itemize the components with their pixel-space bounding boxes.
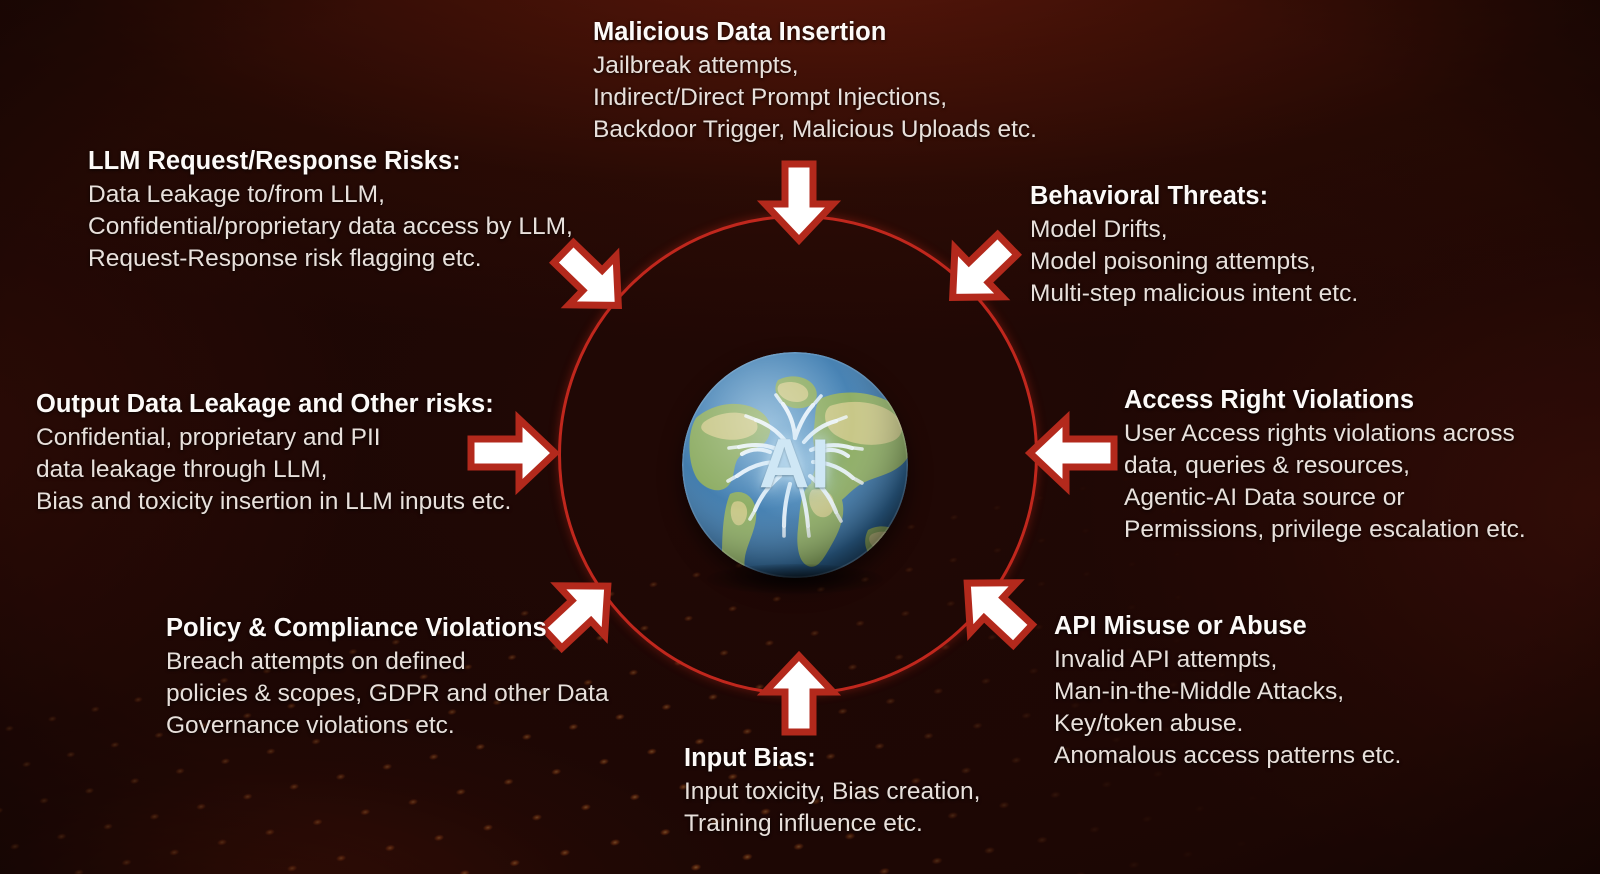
detail-line: Data Leakage to/from LLM, [88, 181, 385, 209]
detail-line: Agentic-AI Data source or [1124, 483, 1405, 511]
detail-line: Permissions, privilege escalation etc. [1124, 515, 1526, 543]
globe-graphic: AI [682, 352, 908, 594]
globe-drop-shadow [706, 564, 884, 594]
label-access-right-violations: Access Right Violations User Access righ… [1124, 384, 1526, 546]
detail-line: Governance violations etc. [166, 711, 455, 739]
arrow-malicious-data-insertion [756, 160, 842, 246]
detail-line: Jailbreak attempts, [593, 52, 799, 80]
arrow-behavioral-threats [923, 214, 1038, 328]
heading: Output Data Leakage and Other risks: [36, 390, 494, 418]
arrow-api-misuse-or-abuse [938, 552, 1053, 666]
heading: Policy & Compliance Violations [166, 614, 547, 642]
label-malicious-data-insertion: Malicious Data Insertion Jailbreak attem… [593, 16, 1037, 146]
detail-line: Key/token abuse. [1054, 709, 1244, 737]
heading: Malicious Data Insertion [593, 18, 887, 46]
arrow-access-right-violations [1024, 410, 1118, 496]
detail-line: Anomalous access patterns etc. [1054, 741, 1402, 769]
detail-line: Confidential, proprietary and PII [36, 424, 381, 452]
detail-line: Input toxicity, Bias creation, [684, 778, 981, 806]
detail-line: Training influence etc. [684, 809, 923, 837]
label-input-bias: Input Bias: Input toxicity, Bias creatio… [684, 742, 980, 840]
arrow-policy-compliance-violations [523, 555, 638, 669]
detail-line: Model Drifts, [1030, 216, 1168, 244]
label-llm-request-response-risks: LLM Request/Response Risks: Data Leakage… [88, 145, 573, 275]
detail-line: Request-Response risk flagging etc. [88, 244, 482, 272]
label-policy-compliance-violations: Policy & Compliance Violations Breach at… [166, 612, 609, 742]
detail-line: User Access rights violations across [1124, 420, 1515, 448]
heading: Access Right Violations [1124, 386, 1415, 414]
heading: Behavioral Threats: [1030, 182, 1269, 210]
globe-icon: AI [682, 352, 908, 578]
detail-line: Multi-step malicious intent etc. [1030, 279, 1359, 307]
detail-line: Confidential/proprietary data access by … [88, 212, 573, 240]
label-behavioral-threats: Behavioral Threats: Model Drifts, Model … [1030, 180, 1358, 310]
label-api-misuse-or-abuse: API Misuse or Abuse Invalid API attempts… [1054, 610, 1401, 772]
label-output-data-leakage: Output Data Leakage and Other risks: Con… [36, 388, 511, 518]
detail-line: Breach attempts on defined [166, 648, 466, 676]
arrow-llm-request-response-risks [534, 222, 649, 336]
arrow-output-data-leakage [467, 410, 561, 496]
detail-line: Model poisoning attempts, [1030, 247, 1316, 275]
heading: Input Bias: [684, 744, 816, 772]
detail-line: data leakage through LLM, [36, 455, 328, 483]
heading: API Misuse or Abuse [1054, 612, 1307, 640]
detail-line: Indirect/Direct Prompt Injections, [593, 83, 948, 111]
detail-line: Bias and toxicity insertion in LLM input… [36, 487, 512, 515]
detail-line: data, queries & resources, [1124, 451, 1410, 479]
detail-line: Man-in-the-Middle Attacks, [1054, 677, 1345, 705]
arrow-input-bias [756, 650, 842, 736]
detail-line: policies & scopes, GDPR and other Data [166, 679, 609, 707]
detail-line: Backdoor Trigger, Malicious Uploads etc. [593, 115, 1037, 143]
detail-line: Invalid API attempts, [1054, 646, 1278, 674]
heading: LLM Request/Response Risks: [88, 147, 461, 175]
